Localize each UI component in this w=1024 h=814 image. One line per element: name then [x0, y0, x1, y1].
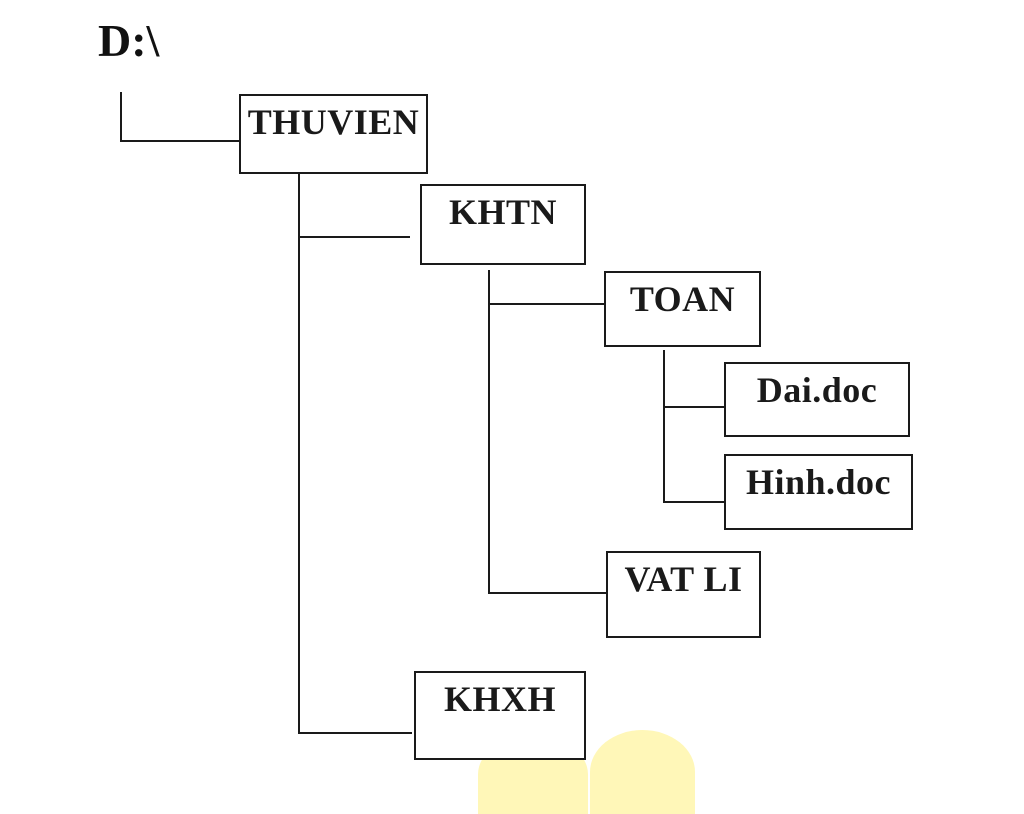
file-hinh-doc: Hinh.doc — [724, 454, 913, 530]
watermark-shape-right — [590, 730, 695, 814]
connector-root-to-thuvien — [120, 140, 240, 142]
connector-thuvien-to-khtn — [298, 236, 410, 238]
connector-toan-to-dai — [663, 406, 725, 408]
root-drive-label: D:\ — [98, 15, 160, 66]
connector-toan-trunk — [663, 350, 665, 503]
folder-khxh: KHXH — [414, 671, 586, 760]
file-dai-doc: Dai.doc — [724, 362, 910, 437]
connector-thuvien-to-khxh — [298, 732, 412, 734]
folder-toan: TOAN — [604, 271, 761, 347]
connector-thuvien-trunk — [298, 173, 300, 734]
folder-vat-li: VAT LI — [606, 551, 761, 638]
connector-khtn-to-vatli — [488, 592, 606, 594]
folder-khtn: KHTN — [420, 184, 586, 265]
connector-root-vertical — [120, 92, 122, 142]
connector-khtn-trunk — [488, 270, 490, 594]
connector-toan-to-hinh — [663, 501, 725, 503]
folder-thuvien: THUVIEN — [239, 94, 428, 174]
connector-khtn-to-toan — [488, 303, 604, 305]
